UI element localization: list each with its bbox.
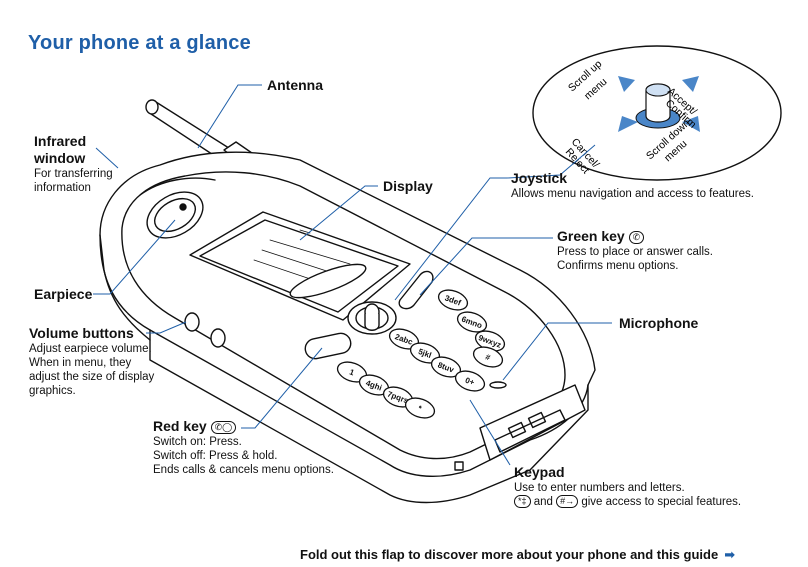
keypad-label: Keypad Use to enter numbers and letters.… xyxy=(514,464,742,509)
joystick-leader xyxy=(394,177,507,301)
star-key-icon: *‡ xyxy=(514,495,531,509)
key-8: 8tuv xyxy=(430,356,462,378)
key-star: * xyxy=(404,397,436,419)
antenna-leader xyxy=(197,84,262,149)
keypad-leader xyxy=(469,399,511,466)
hash-key-icon: #→ xyxy=(556,495,579,509)
key-6: 6mno xyxy=(456,311,488,333)
green-key-leader xyxy=(419,237,553,296)
phone-icon: ✆ xyxy=(628,230,645,244)
infrared-label: Infrared window For transferring informa… xyxy=(34,133,113,194)
volume-label: Volume buttons Adjust earpiece volume. W… xyxy=(29,325,155,397)
key-label: # xyxy=(484,352,492,362)
key-7: 7pqrs xyxy=(382,386,414,408)
key-hash: # xyxy=(472,346,504,368)
end-call-icon: ✆◯ xyxy=(210,420,237,434)
leader-lines xyxy=(93,84,612,466)
footer-note: Fold out this flap to discover more abou… xyxy=(300,547,736,562)
inset-leader xyxy=(506,144,596,179)
infrared-leader xyxy=(95,147,119,169)
page-title: Your phone at a glance xyxy=(28,32,251,54)
joystick-label: Joystick Allows menu navigation and acce… xyxy=(511,170,754,200)
key-0: 0+ xyxy=(454,370,486,392)
display-drawing xyxy=(189,211,411,321)
key-3: 3def xyxy=(437,289,469,311)
display-label: Display xyxy=(383,178,433,194)
key-label: 5jkl xyxy=(417,347,433,360)
display-leader xyxy=(299,185,378,241)
microphone-leader xyxy=(502,322,612,381)
joystick-drawing xyxy=(347,301,397,335)
red-key-label: Red key ✆◯ Switch on: Press. Switch off:… xyxy=(153,418,334,476)
fold-arrow-icon: ➡ xyxy=(724,547,736,562)
key-label: 1 xyxy=(348,367,356,377)
key-label: 0+ xyxy=(464,376,476,388)
earpiece-drawing xyxy=(139,177,216,239)
volume-leader xyxy=(146,321,187,334)
antenna-label: Antenna xyxy=(267,77,323,93)
key-label: * xyxy=(417,404,424,414)
key-4: 4ghi xyxy=(358,374,390,396)
microphone-drawing xyxy=(489,381,507,389)
microphone-label: Microphone xyxy=(619,315,699,331)
joystick-inset: Scroll up menu Accept/ Confirm Cancel/ R… xyxy=(532,45,782,181)
earpiece-label: Earpiece xyxy=(34,286,93,302)
red-key-leader xyxy=(241,347,323,429)
red-key-drawing xyxy=(304,332,352,360)
earpiece-leader xyxy=(93,219,176,295)
key-5: 5jkl xyxy=(409,342,441,364)
green-key-label: Green key ✆ Press to place or answer cal… xyxy=(557,228,713,272)
key-9: 9wxyz xyxy=(474,330,506,352)
